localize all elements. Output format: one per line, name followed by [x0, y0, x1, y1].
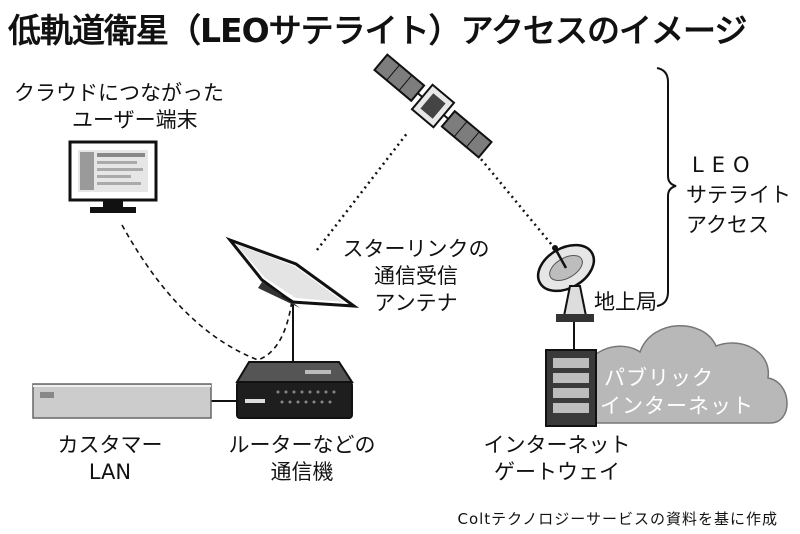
customer-lan-label-line1: カスタマー — [57, 433, 163, 457]
customer-lan-label: カスタマー LAN — [40, 432, 180, 486]
router-label-line1: ルーターなどの — [228, 433, 376, 457]
leo-access-label-line1: LEO — [692, 153, 758, 177]
satellite-icon — [373, 53, 493, 159]
starlink-antenna-icon — [225, 236, 360, 308]
starlink-label-line3: アンテナ — [374, 291, 458, 315]
leo-access-label-line3: アクセス — [686, 213, 769, 237]
router-device-icon — [235, 361, 354, 419]
internet-gateway-label: インターネット ゲートウェイ — [472, 432, 642, 486]
internet-gateway-label-line2: ゲートウェイ — [494, 460, 620, 484]
user-terminal-label: クラウドにつながった ユーザー端末 — [8, 80, 224, 134]
leo-access-label-line2: サテライト — [686, 183, 791, 207]
router-label: ルーターなどの 通信機 — [212, 432, 392, 486]
user-terminal-label-line2: ユーザー端末 — [72, 108, 198, 132]
page-title: 低軌道衛星（LEOサテライト）アクセスのイメージ — [8, 11, 747, 50]
user-terminal-label-line1: クラウドにつながった — [14, 81, 224, 105]
customer-lan-label-line2: LAN — [88, 460, 132, 484]
starlink-label: スターリンクの 通信受信 アンテナ — [336, 236, 496, 317]
internet-gateway-label-line1: インターネット — [483, 433, 631, 457]
internet-gateway-server-icon — [545, 349, 597, 427]
ground-station-dish-icon — [536, 243, 596, 322]
ground-station-label: 地上局 — [594, 290, 657, 314]
starlink-label-line1: スターリンクの — [342, 237, 490, 261]
leo-bracket — [656, 67, 677, 307]
customer-lan-device-icon — [32, 383, 212, 419]
satellite-link-antenna — [316, 131, 409, 251]
public-internet-label-line2: インターネット — [600, 394, 754, 418]
source-credit: Coltテクノロジーサービスの資料を基に作成 — [457, 510, 778, 528]
user-terminal-icon — [68, 140, 158, 213]
starlink-label-line2: 通信受信 — [374, 264, 458, 288]
wireless-link-terminal-to-router — [121, 224, 293, 361]
router-label-line2: 通信機 — [270, 460, 334, 484]
public-internet-label: パブリック インターネット — [600, 364, 754, 420]
public-internet-label-line1: パブリック — [604, 366, 714, 390]
leo-access-label: LEO サテライト アクセス — [686, 150, 791, 240]
